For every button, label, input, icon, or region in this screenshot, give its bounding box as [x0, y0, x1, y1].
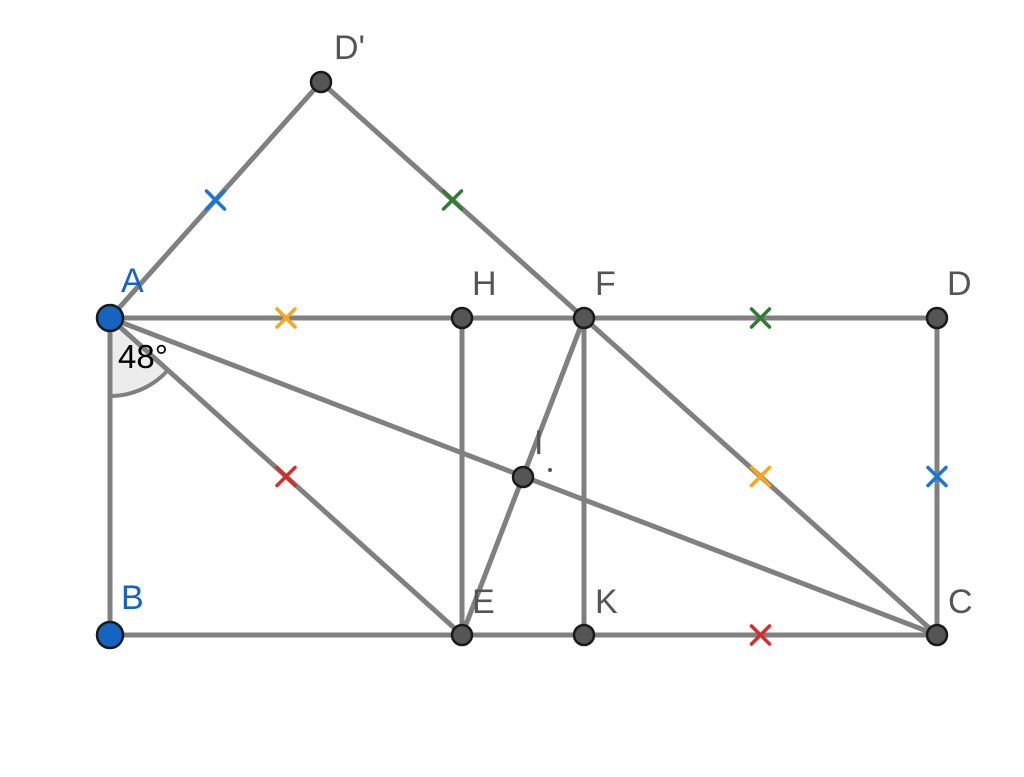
- equal-mark-k-c-b: [749, 624, 772, 646]
- angle-label: 48°: [118, 338, 168, 375]
- equal-mark-d2-f-b: [441, 189, 464, 211]
- label-c: C: [948, 583, 973, 621]
- label-i-dot: [548, 468, 552, 472]
- point-i: [511, 465, 535, 489]
- point-a: [95, 303, 125, 333]
- point-c: [925, 623, 949, 647]
- label-h: H: [472, 265, 497, 303]
- equal-mark-f-c-b: [749, 465, 772, 488]
- label-a: A: [121, 262, 144, 300]
- point-h: [450, 306, 474, 330]
- point-f: [572, 306, 596, 330]
- equal-mark-d-c-b: [926, 465, 948, 488]
- point-d2: [309, 70, 333, 94]
- point-d: [925, 306, 949, 330]
- label-d: D: [947, 265, 972, 303]
- angle-sector-a: [110, 318, 168, 396]
- equal-mark-a-h-b: [275, 307, 297, 329]
- equal-mark-a-d2-b: [204, 189, 227, 211]
- equal-mark-f-d-b: [749, 307, 772, 329]
- label-f: F: [595, 265, 616, 303]
- label-e: E: [472, 583, 495, 621]
- point-k: [572, 623, 596, 647]
- point-b: [95, 620, 125, 650]
- label-k: K: [595, 583, 618, 621]
- point-e: [450, 623, 474, 647]
- angle-arc-a: [109, 368, 170, 398]
- label-d-prime: D': [334, 29, 366, 67]
- label-i: I: [534, 424, 544, 462]
- equal-mark-a-e-b: [275, 465, 297, 488]
- label-b: B: [121, 579, 144, 617]
